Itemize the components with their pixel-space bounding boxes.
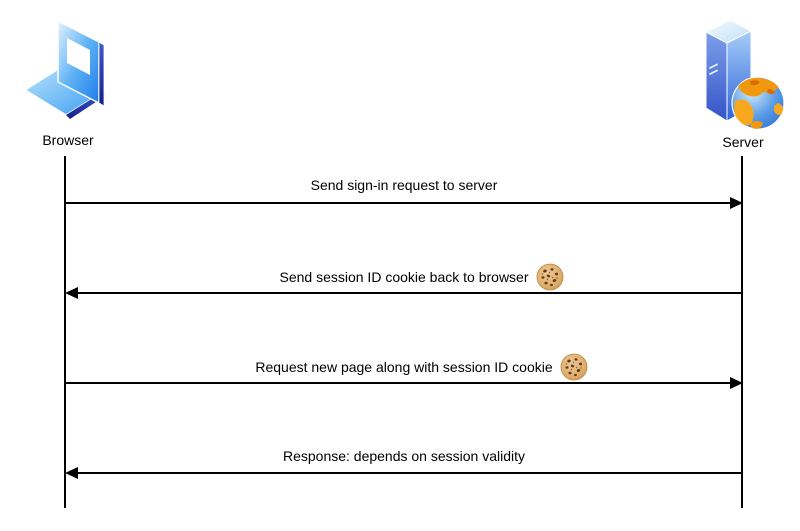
laptop-icon <box>24 20 105 119</box>
message-4-text: Response: depends on session validity <box>282 447 526 464</box>
cookie-icon <box>536 263 563 291</box>
message-3-label: Request new page along with session ID c… <box>65 352 743 382</box>
arrowhead-left-icon <box>65 287 78 299</box>
message-4-label: Response: depends on session validity <box>65 444 743 468</box>
arrow-shaft <box>75 472 743 474</box>
actor-browser: Browser <box>22 11 114 149</box>
arrowhead-left-icon <box>65 467 78 479</box>
message-2-arrow <box>65 287 743 299</box>
actor-server-label: Server <box>722 134 764 150</box>
actor-browser-label: Browser <box>42 132 94 148</box>
arrowhead-right-icon <box>730 197 743 209</box>
arrowhead-right-icon <box>730 377 743 389</box>
message-1-text: Send sign-in request to server <box>310 176 498 193</box>
server-vent-dashes <box>709 63 718 75</box>
message-1-arrow <box>65 197 743 209</box>
message-1-label: Send sign-in request to server <box>65 173 743 197</box>
globe-icon <box>731 76 785 130</box>
message-3-text: Request new page along with session ID c… <box>255 358 553 375</box>
message-3-arrow <box>65 377 743 389</box>
message-2-label: Send session ID cookie back to browser <box>65 262 743 292</box>
server-tower-globe-icon <box>705 19 785 130</box>
arrow-shaft <box>65 202 733 204</box>
actor-server: Server <box>698 11 788 151</box>
arrow-shaft <box>75 292 743 294</box>
browser-lifeline <box>64 156 66 508</box>
server-lifeline <box>741 156 743 508</box>
message-2-text: Send session ID cookie back to browser <box>279 268 529 285</box>
cookie-icon <box>560 353 588 381</box>
arrow-shaft <box>65 382 733 384</box>
message-4-arrow <box>65 467 743 479</box>
